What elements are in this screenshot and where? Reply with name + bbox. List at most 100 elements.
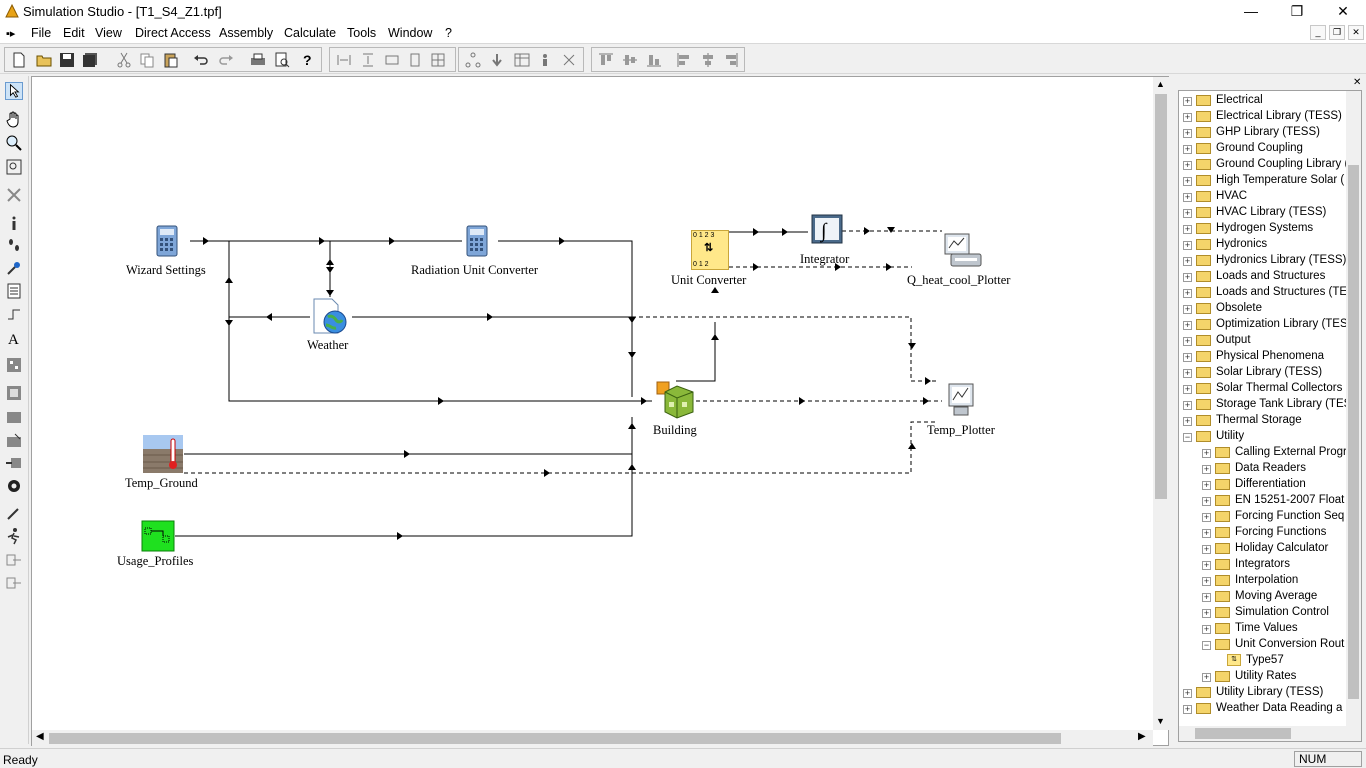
expand-icon[interactable]: +: [1183, 192, 1192, 202]
usage-profiles-icon[interactable]: [141, 520, 175, 552]
arrow-down-icon[interactable]: [489, 52, 505, 68]
expand-icon[interactable]: +: [1183, 288, 1192, 298]
table-icon[interactable]: [514, 52, 530, 68]
link-icon[interactable]: [465, 52, 481, 68]
expand-icon[interactable]: +: [1183, 368, 1192, 378]
unit-converter-block-icon[interactable]: 0 1 2 3 ⇅ 0 1 2: [691, 230, 729, 270]
document-menu-icon[interactable]: ▪▸: [6, 28, 16, 40]
expand-icon[interactable]: +: [1202, 576, 1211, 586]
collapse-icon[interactable]: −: [1202, 640, 1211, 650]
align-middle-icon[interactable]: [622, 52, 638, 68]
menu-help[interactable]: ?: [445, 26, 452, 40]
link-ground-to-tempplotter[interactable]: [184, 421, 938, 474]
mdi-minimize-button[interactable]: _: [1310, 25, 1326, 40]
scroll-right-arrow-icon[interactable]: ▶: [1138, 731, 1146, 742]
expand-icon[interactable]: +: [1183, 320, 1192, 330]
expand-icon[interactable]: +: [1202, 480, 1211, 490]
link-wizard-to-building[interactable]: [228, 241, 652, 402]
wrench-icon[interactable]: [5, 259, 23, 277]
integrator-icon[interactable]: ∫: [811, 214, 843, 244]
same-width-icon[interactable]: [384, 52, 400, 68]
expand-icon[interactable]: +: [1202, 528, 1211, 538]
print-icon[interactable]: [250, 52, 266, 68]
link-building-to-converter[interactable]: [676, 322, 716, 382]
paste-icon[interactable]: [163, 52, 179, 68]
expand-icon[interactable]: +: [1183, 704, 1192, 714]
footsteps-icon[interactable]: [5, 236, 23, 254]
layer-tool-icon[interactable]: [5, 408, 23, 426]
new-file-icon[interactable]: [11, 52, 27, 68]
undo-icon[interactable]: [193, 52, 209, 68]
link-radiation-to-building[interactable]: [498, 240, 633, 397]
tree-vertical-scrollbar[interactable]: [1346, 91, 1361, 727]
same-size-icon[interactable]: [430, 52, 446, 68]
menu-direct-access[interactable]: Direct Access: [135, 26, 211, 40]
temp-plotter-icon[interactable]: [948, 383, 974, 417]
same-height-icon[interactable]: [407, 52, 423, 68]
expand-icon[interactable]: +: [1183, 336, 1192, 346]
expand-icon[interactable]: +: [1202, 544, 1211, 554]
zoom-fit-icon[interactable]: [5, 158, 23, 176]
expand-icon[interactable]: +: [1183, 272, 1192, 282]
expand-icon[interactable]: +: [1202, 496, 1211, 506]
close-button[interactable]: ✕: [1337, 3, 1349, 19]
scroll-left-arrow-icon[interactable]: ◀: [36, 731, 44, 742]
print-preview-icon[interactable]: [274, 52, 290, 68]
pane-close-button[interactable]: ✕: [1353, 77, 1362, 88]
mdi-restore-button[interactable]: ❐: [1329, 25, 1345, 40]
menu-calculate[interactable]: Calculate: [284, 26, 337, 40]
minimize-button[interactable]: —: [1244, 3, 1258, 19]
building-icon[interactable]: [655, 380, 697, 420]
link-weather-to-tempplotter[interactable]: [632, 316, 938, 382]
layer-edit-icon[interactable]: [5, 432, 23, 450]
tree-horizontal-scrollbar[interactable]: [1179, 726, 1361, 741]
help-icon[interactable]: ?: [299, 52, 315, 68]
expand-icon[interactable]: +: [1183, 384, 1192, 394]
align-center-icon[interactable]: [700, 52, 716, 68]
expand-icon[interactable]: +: [1183, 112, 1192, 122]
scroll-up-arrow-icon[interactable]: ▲: [1156, 79, 1165, 89]
save-all-icon[interactable]: [82, 52, 98, 68]
expand-icon[interactable]: +: [1202, 608, 1211, 618]
expand-icon[interactable]: +: [1183, 208, 1192, 218]
fortran-icon[interactable]: [561, 52, 577, 68]
text-tool-icon[interactable]: A: [5, 329, 23, 347]
space-vertical-icon[interactable]: [360, 52, 376, 68]
info-icon[interactable]: [5, 214, 23, 232]
menu-file[interactable]: File: [31, 26, 52, 40]
vertical-scrollbar[interactable]: ▲ ▼: [1153, 77, 1169, 730]
temp-ground-icon[interactable]: [143, 435, 183, 473]
menu-view[interactable]: View: [95, 26, 122, 40]
expand-icon[interactable]: +: [1183, 688, 1192, 698]
align-right-icon[interactable]: [723, 52, 739, 68]
expand-icon[interactable]: +: [1183, 352, 1192, 362]
grid-tool-icon[interactable]: [5, 356, 23, 374]
delete-icon[interactable]: [5, 186, 23, 204]
redo-icon[interactable]: [218, 52, 234, 68]
export-icon[interactable]: [5, 454, 23, 472]
menu-tools[interactable]: Tools: [347, 26, 377, 40]
expand-icon[interactable]: +: [1183, 176, 1192, 186]
menu-edit[interactable]: Edit: [63, 26, 85, 40]
horizontal-scroll-thumb[interactable]: [49, 733, 1061, 744]
collapse-icon[interactable]: −: [1183, 432, 1192, 442]
pan-hand-icon[interactable]: [5, 110, 23, 128]
align-bottom-icon[interactable]: [646, 52, 662, 68]
document-list-icon[interactable]: [5, 282, 23, 300]
import-out-icon[interactable]: [5, 574, 23, 592]
expand-icon[interactable]: +: [1183, 256, 1192, 266]
expand-icon[interactable]: +: [1183, 160, 1192, 170]
vertical-scroll-thumb[interactable]: [1155, 94, 1167, 499]
weather-globe-icon[interactable]: [310, 297, 350, 337]
import-in-icon[interactable]: [5, 551, 23, 569]
select-arrow-icon[interactable]: [5, 82, 23, 100]
open-folder-icon[interactable]: [36, 52, 52, 68]
wizard-settings-calculator-icon[interactable]: [156, 225, 178, 257]
run-icon[interactable]: [5, 527, 23, 545]
expand-icon[interactable]: +: [1183, 144, 1192, 154]
expand-icon[interactable]: +: [1202, 560, 1211, 570]
expand-icon[interactable]: +: [1183, 304, 1192, 314]
q-heat-cool-plotter-icon[interactable]: [941, 232, 983, 270]
radiation-unit-converter-calculator-icon[interactable]: [466, 225, 488, 257]
expand-icon[interactable]: +: [1183, 224, 1192, 234]
